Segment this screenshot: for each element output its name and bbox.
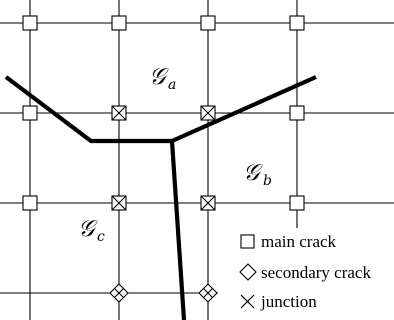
junction-marker	[111, 195, 127, 211]
square-icon	[289, 15, 305, 31]
square-icon	[289, 105, 305, 121]
square-icon	[240, 234, 255, 249]
square-icon	[22, 195, 38, 211]
square-icon	[289, 195, 305, 211]
square-icon	[111, 15, 127, 31]
region-symbol: 𝒢	[78, 216, 98, 242]
region-symbol: 𝒢	[243, 160, 263, 186]
legend: main crack secondary crack junction	[218, 230, 394, 320]
region-subscript: b	[263, 173, 272, 189]
square-icon	[22, 105, 38, 121]
region-label-c: 𝒢 c	[78, 216, 105, 245]
junction-marker	[111, 105, 127, 121]
legend-item-secondary-crack: secondary crack	[239, 263, 371, 282]
region-label-b: 𝒢 b	[243, 160, 272, 189]
legend-label: junction	[260, 292, 317, 311]
main-crack-markers	[22, 15, 305, 211]
secondary-crack-markers	[109, 283, 218, 303]
legend-label: main crack	[261, 232, 337, 251]
crack-right	[171, 75, 317, 143]
crack-left	[4, 75, 172, 144]
junction-marker	[200, 105, 216, 121]
diamond-icon	[239, 263, 257, 281]
diamond-marker	[198, 283, 218, 303]
region-symbol: 𝒢	[149, 64, 169, 90]
region-subscript: a	[168, 77, 176, 93]
region-subscript: c	[97, 229, 105, 245]
legend-item-junction: junction	[240, 292, 317, 311]
crack-down	[169, 140, 187, 320]
square-icon	[200, 15, 216, 31]
square-icon	[22, 15, 38, 31]
junction-marker	[200, 195, 216, 211]
legend-item-main-crack: main crack	[240, 232, 337, 251]
crack-lines	[4, 75, 317, 320]
legend-label: secondary crack	[261, 263, 371, 282]
region-label-a: 𝒢 a	[149, 64, 176, 93]
diamond-marker	[109, 283, 129, 303]
junction-markers	[111, 105, 216, 211]
cross-icon	[240, 294, 255, 309]
